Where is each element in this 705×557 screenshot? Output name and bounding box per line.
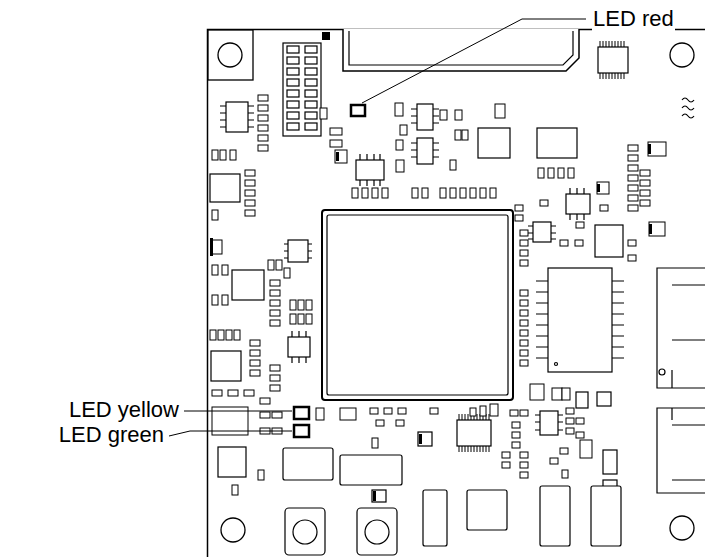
led: [294, 425, 309, 437]
connector: [343, 29, 579, 71]
callout-label: LED yellow: [68, 397, 180, 422]
ic: [548, 268, 612, 372]
side-connector: [657, 268, 705, 388]
pcb-outline: [208, 30, 705, 557]
leader-lines: [169, 19, 586, 436]
components: [210, 29, 705, 555]
mounting-hole: [218, 43, 242, 67]
main-processor: [322, 210, 513, 400]
pin-header: [283, 43, 321, 136]
callout-label: LED green: [58, 422, 165, 447]
mounting-hole: [670, 43, 694, 67]
ic: [457, 420, 491, 446]
mounting-hole: [670, 516, 694, 540]
leader-line: [184, 411, 292, 412]
main-processor: [327, 215, 508, 395]
mounting-hole: [221, 518, 245, 542]
led: [294, 407, 309, 419]
callout-label: LED red: [592, 6, 675, 31]
connector: [349, 31, 573, 65]
mounting-pad: [208, 30, 253, 80]
side-connector: [657, 408, 705, 493]
leader-line: [362, 19, 586, 103]
callout-label-box: LED red: [592, 7, 675, 31]
board-edge: [208, 30, 705, 557]
leader-line: [169, 431, 292, 436]
callout-label-box: LED green: [58, 423, 165, 447]
led: [351, 105, 365, 116]
callout-label-box: LED yellow: [68, 398, 180, 422]
ic: [598, 47, 628, 73]
